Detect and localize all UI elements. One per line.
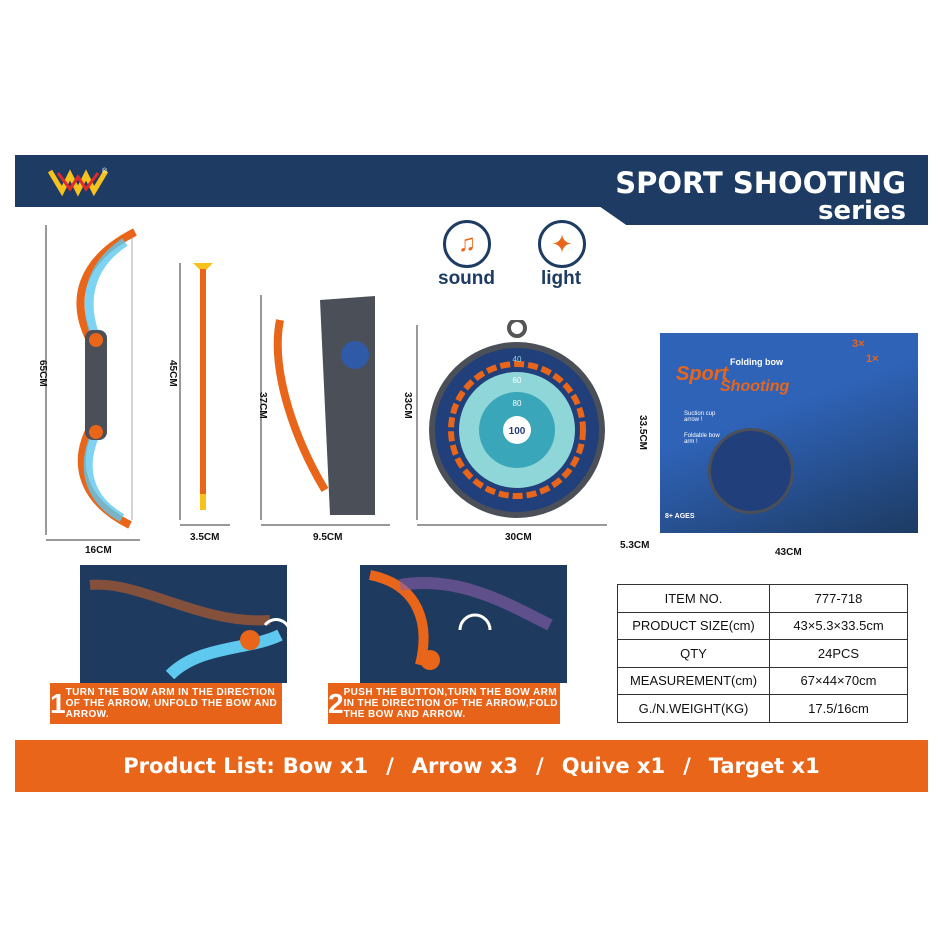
- spec-value: 777-718: [769, 584, 908, 613]
- separator: /: [386, 754, 394, 778]
- quiver-width-label: 9.5CM: [313, 532, 343, 543]
- package-box-image: Sport Shooting Folding bow Suction cup a…: [660, 333, 918, 533]
- box-width-label: 43CM: [775, 547, 802, 558]
- product-list-item: Target x1: [708, 754, 820, 778]
- spec-value: 24PCS: [769, 639, 908, 668]
- box-title: Sport: [676, 363, 729, 385]
- spec-label: ITEM NO.: [617, 584, 770, 613]
- box-count-1: 3×: [852, 338, 865, 350]
- step-2: 2 PUSH THE BUTTON,TURN THE BOW ARM IN TH…: [328, 683, 560, 724]
- quiver-height-label: 37CM: [257, 392, 268, 419]
- svg-text:100: 100: [509, 426, 526, 437]
- product-list-item: Quive x1: [561, 754, 666, 778]
- svg-text:80: 80: [513, 399, 522, 408]
- page-subtitle: series: [818, 196, 906, 226]
- arrow-width-label: 3.5CM: [190, 532, 220, 543]
- table-row: ITEM NO.777-718: [617, 584, 908, 613]
- separator: /: [683, 754, 691, 778]
- box-tag: Folding bow: [730, 357, 783, 367]
- feature-sound-label: sound: [438, 268, 495, 289]
- spec-value: 17.5/16cm: [769, 694, 908, 723]
- separator: /: [536, 754, 544, 778]
- table-row: PRODUCT SIZE(cm)43×5.3×33.5cm: [617, 611, 908, 640]
- step-text: TURN THE BOW ARM IN THE DIRECTION OF THE…: [65, 687, 278, 720]
- svg-text:®: ®: [102, 167, 108, 175]
- spec-label: PRODUCT SIZE(cm): [617, 611, 770, 640]
- quiver-image: [260, 295, 390, 526]
- target-height-label: 33CM: [402, 392, 413, 419]
- box-title-2: Shooting: [720, 378, 790, 395]
- svg-text:40: 40: [513, 355, 522, 364]
- step-2-image: [360, 565, 567, 683]
- arrow-length-label: 45CM: [167, 360, 178, 387]
- page-title: SPORT SHOOTING: [615, 166, 906, 200]
- step-number: 1: [50, 687, 66, 719]
- spec-label: G./N.WEIGHT(KG): [617, 694, 770, 723]
- step-1: 1 TURN THE BOW ARM IN THE DIRECTION OF T…: [50, 683, 282, 724]
- arrow-image: [179, 263, 230, 526]
- table-row: MEASUREMENT(cm)67×44×70cm: [617, 666, 908, 695]
- spec-label: QTY: [617, 639, 770, 668]
- spec-value: 67×44×70cm: [769, 666, 908, 695]
- spec-value: 43×5.3×33.5cm: [769, 611, 908, 640]
- music-note-icon: ♫: [443, 220, 491, 268]
- box-feature-2: Foldable bow arm !: [684, 433, 720, 445]
- table-row: G./N.WEIGHT(KG)17.5/16cm: [617, 694, 908, 723]
- product-list-item: Bow x1: [282, 754, 369, 778]
- step-1-image: [80, 565, 287, 683]
- spec-label: MEASUREMENT(cm): [617, 666, 770, 695]
- brand-logo: ®: [48, 167, 108, 197]
- bow-image: [45, 225, 140, 541]
- spec-table: ITEM NO.777-718 PRODUCT SIZE(cm)43×5.3×3…: [617, 584, 908, 723]
- box-age: 8+ AGES: [665, 513, 695, 520]
- box-feature-1: Suction cup arrow !: [684, 411, 716, 423]
- bow-width-label: 16CM: [85, 545, 112, 556]
- sparkle-icon: ✦: [538, 220, 586, 268]
- box-target: [708, 428, 794, 514]
- svg-text:60: 60: [513, 376, 522, 385]
- header-title-tab: [600, 155, 928, 225]
- box-depth-label: 5.3CM: [620, 540, 650, 551]
- step-number: 2: [328, 687, 344, 719]
- target-width-label: 30CM: [505, 532, 532, 543]
- product-list-bar: Product List: Bow x1 / Arrow x3 / Quive …: [15, 740, 928, 792]
- bow-height-label: 65CM: [37, 360, 48, 387]
- product-list-label: Product List:: [123, 754, 275, 778]
- product-list-item: Arrow x3: [411, 754, 519, 778]
- step-text: PUSH THE BUTTON,TURN THE BOW ARM IN THE …: [343, 687, 558, 720]
- feature-light-label: light: [541, 268, 582, 289]
- target-image: 100 80 60 40: [416, 320, 607, 526]
- box-height-label: 33.5CM: [637, 415, 648, 451]
- box-count-2: 1×: [866, 353, 879, 365]
